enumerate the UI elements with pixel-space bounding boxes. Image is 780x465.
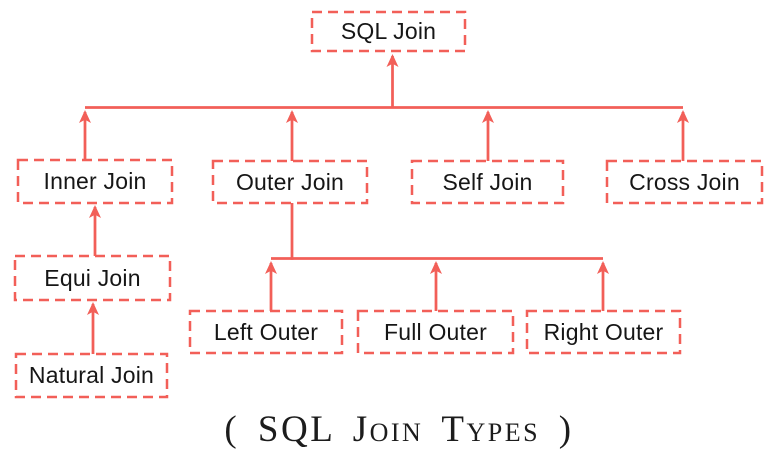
node-box-inner-join bbox=[16, 158, 174, 205]
node-box-cross-join bbox=[605, 159, 764, 205]
node-label-inner-join: Inner Join bbox=[43, 168, 147, 194]
node-label-cross-join: Cross Join bbox=[629, 168, 740, 195]
node-label-sql-join: SQL Join bbox=[340, 18, 437, 44]
diagram-title: ( SQL Join Types ) bbox=[224, 409, 574, 450]
node-label-right-outer: Right Outer bbox=[543, 318, 664, 345]
node-box-outer-join bbox=[211, 159, 369, 205]
node-label-self-join: Self Join bbox=[442, 168, 533, 195]
node-label-equi-join: Equi Join bbox=[44, 264, 141, 291]
node-label-natural-join: Natural Join bbox=[28, 362, 155, 388]
node-box-full-outer bbox=[356, 309, 515, 355]
node-box-equi-join bbox=[13, 254, 172, 302]
node-label-outer-join: Outer Join bbox=[235, 168, 345, 195]
node-box-right-outer bbox=[525, 309, 682, 355]
node-label-full-outer: Full Outer bbox=[384, 318, 487, 345]
node-label-left-outer: Left Outer bbox=[213, 318, 319, 345]
